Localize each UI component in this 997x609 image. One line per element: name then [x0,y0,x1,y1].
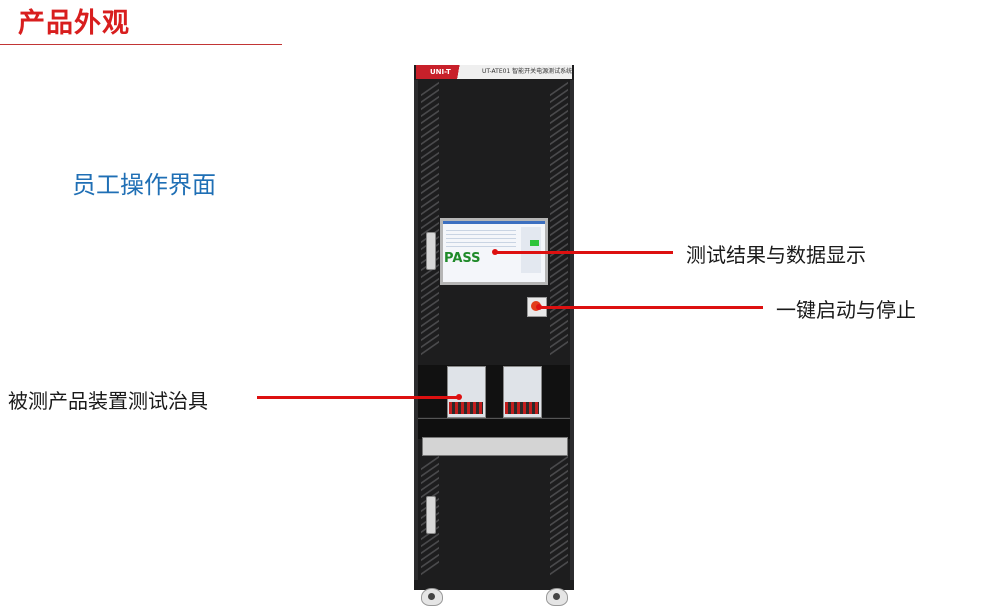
brand-logo: UNI-T [416,65,468,79]
cabinet-model-label: UT-ATE01 智能开关电源测试系统 [482,68,573,75]
test-cabinet [414,65,574,590]
vent-right-upper [550,81,568,356]
vent-right-lower [550,455,568,576]
callout-label-button: 一键启动与停止 [776,298,916,322]
cabinet-left-edge [414,80,418,580]
cabinet-right-edge [570,80,574,580]
screen-side-panel [521,227,541,273]
callout-label-screen: 测试结果与数据显示 [686,243,866,267]
door-handle-lower [426,496,436,534]
page-title: 产品外观 [18,8,130,39]
screen-data-table [446,227,516,247]
fixture-wires-left [449,402,483,414]
door-handle-upper [426,232,436,270]
callout-dot-fixture [456,394,462,400]
callout-line-screen [495,251,673,254]
vent-left-upper [421,81,439,356]
keyboard-drawer [422,437,568,456]
page-subtitle: 员工操作界面 [72,171,216,199]
fixture-bay [418,365,570,417]
screen-status-indicator [530,240,539,246]
callout-label-fixture: 被测产品装置测试治具 [8,389,208,413]
title-underline [0,44,282,45]
control-panel [418,418,570,439]
caster-wheel-icon [546,588,568,606]
callout-line-fixture [257,396,459,399]
screen-title-bar [443,221,545,224]
callout-line-button [539,306,763,309]
caster-wheel-icon [421,588,443,606]
pass-status: PASS [444,251,481,266]
fixture-wires-right [505,402,539,414]
